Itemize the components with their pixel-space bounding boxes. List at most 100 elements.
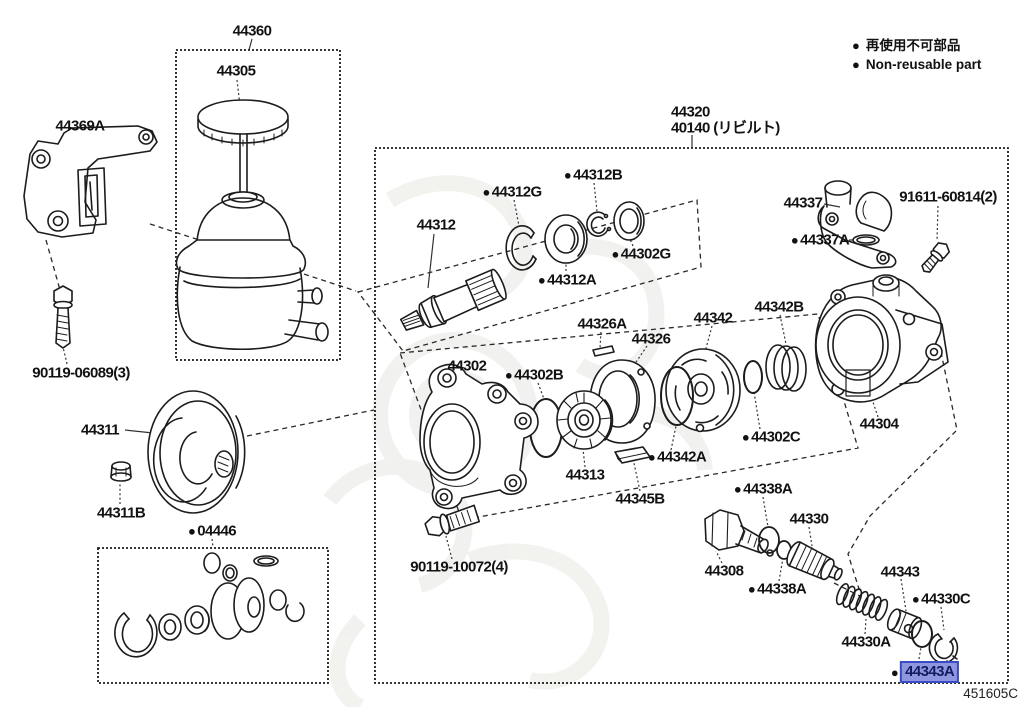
diagram-code: 451605C	[963, 686, 1018, 701]
part-number: 44311B	[96, 504, 146, 522]
part-number: 44304	[859, 415, 899, 433]
part-number: 40140 (リビルト)	[671, 119, 780, 137]
part-drawing-44330-valve	[786, 541, 843, 581]
part-number: 44342B	[754, 298, 805, 316]
part-drawing-44330A-spring	[835, 582, 889, 622]
part-number: 44330	[789, 510, 829, 528]
part-label-44342B[interactable]: 44342B	[754, 298, 805, 316]
part-label-44312[interactable]: 44312	[417, 217, 456, 234]
part-number: 44312	[416, 216, 456, 234]
part-number: 04446	[197, 522, 236, 540]
part-drawing-44343A-oring	[911, 620, 933, 648]
part-drawing-44342A-oring	[660, 366, 694, 426]
part-number: 44337A	[800, 231, 850, 249]
part-label-44305[interactable]: 44305	[217, 63, 256, 80]
non-reusable-dot: ●	[790, 232, 799, 248]
part-label-91611-60814[interactable]: 91611-60814(2)	[899, 189, 997, 206]
part-label-44313[interactable]: 44313	[566, 467, 605, 484]
part-label-44337A[interactable]: ●44337A	[790, 231, 850, 249]
part-label-44312B[interactable]: ●44312B	[563, 167, 623, 184]
part-drawing-44312-shaft	[399, 268, 507, 331]
part-number: 44308	[704, 562, 744, 580]
part-label-44326[interactable]: 44326	[632, 331, 671, 348]
part-drawing-reservoir-tank	[175, 191, 329, 350]
part-number: 44305	[216, 62, 256, 80]
non-reusable-dot: ●	[482, 184, 490, 200]
part-label-44311B[interactable]: 44311B	[96, 504, 146, 522]
part-label-44304[interactable]: 44304	[860, 416, 899, 433]
part-number: 44330A	[841, 633, 892, 651]
non-reusable-dot: ●	[611, 246, 619, 262]
part-drawing-44369A	[23, 125, 158, 238]
part-drawing-44326A-pin	[592, 345, 615, 357]
part-label-90119-06089[interactable]: 90119-06089(3)	[32, 365, 130, 382]
part-label-44342A[interactable]: ●44342A	[647, 449, 707, 466]
part-label-44343[interactable]: 44343	[881, 564, 920, 581]
part-number: 44330C	[921, 590, 971, 608]
part-label-44326A[interactable]: 44326A	[578, 316, 628, 333]
part-label-44312G[interactable]: ●44312G	[482, 183, 542, 201]
box-44360	[175, 49, 341, 361]
part-label-44338A-1[interactable]: ●44338A	[734, 480, 793, 498]
non-reusable-dot: ●	[647, 449, 656, 465]
part-label-90119-10072[interactable]: 90119-10072(4)	[410, 559, 508, 576]
part-label-44311[interactable]: 44311	[81, 422, 119, 439]
legend-text-en: Non-reusable part	[865, 57, 982, 72]
non-reusable-dot: ●	[911, 591, 920, 607]
part-label-44312A[interactable]: ●44312A	[537, 272, 597, 289]
part-label-44343A[interactable]: ●44343A	[891, 661, 960, 683]
part-label-44342[interactable]: 44342	[694, 310, 733, 327]
part-drawing-44302-housing	[419, 363, 539, 510]
non-reusable-dot: ●	[504, 367, 513, 383]
part-drawing-44312G-ring	[505, 225, 537, 271]
part-label-44302C[interactable]: ●44302C	[741, 429, 801, 446]
part-label-44345B[interactable]: 44345B	[615, 490, 666, 508]
part-number: 91611-60814(2)	[899, 188, 997, 206]
part-label-44330[interactable]: 44330	[790, 511, 829, 528]
part-label-44302[interactable]: 44302	[448, 358, 487, 375]
non-reusable-dot: ●	[741, 429, 750, 445]
part-number: 44369A	[55, 117, 106, 135]
part-label-44330C[interactable]: ●44330C	[911, 590, 971, 608]
part-number: 44313	[565, 466, 605, 484]
part-label-44308[interactable]: 44308	[705, 563, 744, 580]
part-label-44302G[interactable]: ●44302G	[611, 246, 671, 263]
part-number: 44302B	[514, 366, 564, 384]
part-number: 44337	[783, 194, 823, 212]
part-drawing-90119-06089-bolt	[53, 285, 73, 349]
part-label-44330A[interactable]: 44330A	[841, 633, 892, 651]
part-number: 44342	[693, 309, 733, 327]
part-drawing-44312B-snap-ring	[586, 211, 612, 237]
part-drawing-44311B-nut	[110, 461, 132, 482]
part-label-44369A[interactable]: 44369A	[55, 117, 106, 135]
part-drawing-44302G-seal	[613, 201, 645, 241]
part-label-44302B[interactable]: ●44302B	[504, 366, 564, 384]
part-drawing-44342-plate	[665, 348, 741, 433]
part-number: 44320	[671, 103, 710, 121]
part-drawing-44312A-bearing	[544, 214, 588, 264]
part-number: 44311	[81, 421, 119, 439]
part-label-44338A-2[interactable]: ●44338A	[747, 580, 807, 598]
part-label-44320[interactable]: 44320	[671, 104, 710, 121]
part-number: 44302	[447, 357, 487, 375]
non-reusable-dot: ●	[537, 272, 546, 288]
part-number: 44338A	[757, 580, 807, 598]
part-drawing-44337A-oring	[852, 234, 880, 246]
part-number: 44338A	[743, 480, 793, 498]
non-reusable-dot: ●	[563, 167, 572, 183]
legend-row-jp: ● 再使用不可部品	[852, 36, 981, 55]
part-number: 44345B	[615, 490, 666, 508]
part-label-40140[interactable]: 40140 (リビルト)	[671, 117, 780, 138]
non-reusable-dot: ●	[852, 38, 860, 53]
part-drawing-90119-10072-bolt	[424, 504, 480, 537]
part-label-44360[interactable]: 44360	[233, 23, 272, 40]
non-reusable-dot: ●	[747, 581, 756, 597]
part-label-04446[interactable]: ●04446	[188, 522, 237, 540]
non-reusable-dot: ●	[188, 523, 196, 539]
part-number: 44312G	[491, 183, 542, 201]
part-drawing-91611-bolt	[921, 242, 951, 273]
part-drawing-44337	[817, 180, 897, 269]
part-label-44337[interactable]: 44337	[784, 195, 823, 212]
